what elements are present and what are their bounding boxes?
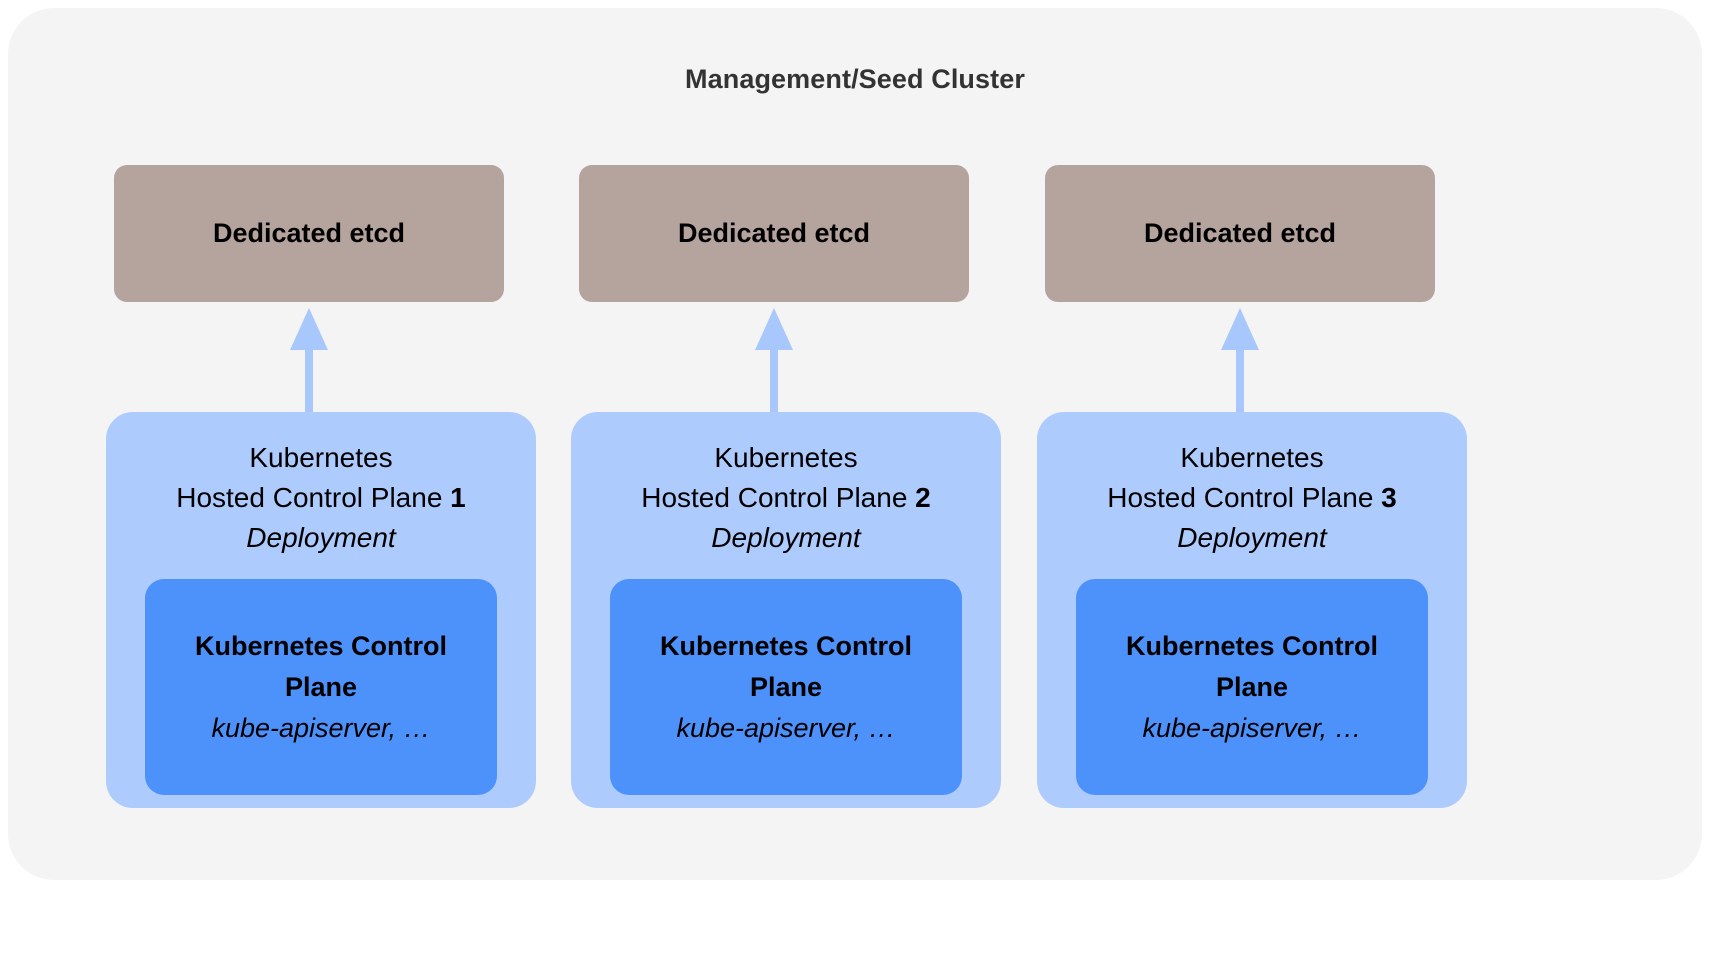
- dedicated-etcd-box[interactable]: Dedicated etcd: [114, 165, 504, 302]
- dedicated-etcd-label: Dedicated etcd: [1143, 218, 1337, 248]
- control-plane-column: Dedicated etcd Kubernetes Hosted Control…: [571, 8, 1001, 880]
- kubernetes-control-plane-box[interactable]: Kubernetes Control Plane kube-apiserver,…: [610, 579, 962, 795]
- dedicated-etcd-box[interactable]: Dedicated etcd: [1045, 165, 1435, 302]
- page-title: Management/Seed Cluster: [685, 64, 1025, 94]
- kubernetes-control-plane-components: kube-apiserver, …: [676, 712, 896, 743]
- kubernetes-control-plane-components: kube-apiserver, …: [1142, 712, 1362, 743]
- management-seed-cluster-frame: Management/Seed Cluster Dedicated etcd K…: [8, 8, 1702, 880]
- dedicated-etcd-label: Dedicated etcd: [212, 218, 406, 248]
- hosted-control-plane-kind: Deployment: [711, 522, 861, 553]
- arrow-up-icon: [755, 308, 793, 426]
- control-plane-column: Dedicated etcd Kubernetes Hosted Control…: [106, 8, 536, 880]
- control-plane-columns: Dedicated etcd Kubernetes Hosted Control…: [8, 8, 1702, 880]
- kubernetes-control-plane-title: Kubernetes Control Plane: [659, 630, 913, 702]
- hcp-title-line2: Hosted Control Plane: [176, 482, 451, 513]
- dedicated-etcd-box[interactable]: Dedicated etcd: [579, 165, 969, 302]
- hosted-control-plane-kind: Deployment: [246, 522, 396, 553]
- hcp-title-line1: Kubernetes: [249, 442, 393, 473]
- kubernetes-control-plane-components: kube-apiserver, …: [211, 712, 431, 743]
- kubernetes-control-plane-box[interactable]: Kubernetes Control Plane kube-apiserver,…: [1076, 579, 1428, 795]
- hcp-title-line2: Hosted Control Plane: [1107, 482, 1382, 513]
- hcp-index: 1: [450, 482, 466, 513]
- dedicated-etcd-label: Dedicated etcd: [677, 218, 871, 248]
- kubernetes-control-plane-box[interactable]: Kubernetes Control Plane kube-apiserver,…: [145, 579, 497, 795]
- hcp-title-line1: Kubernetes: [1180, 442, 1324, 473]
- hcp-index: 2: [915, 482, 931, 513]
- hosted-control-plane-card[interactable]: Kubernetes Hosted Control Plane 2 Deploy…: [571, 412, 1001, 808]
- hosted-control-plane-title: Kubernetes Hosted Control Plane 1: [176, 438, 466, 518]
- kubernetes-control-plane-title: Kubernetes Control Plane: [194, 630, 448, 702]
- hcp-index: 3: [1381, 482, 1397, 513]
- kubernetes-control-plane-title: Kubernetes Control Plane: [1125, 630, 1379, 702]
- hosted-control-plane-card[interactable]: Kubernetes Hosted Control Plane 3 Deploy…: [1037, 412, 1467, 808]
- arrow-up-icon: [1221, 308, 1259, 426]
- hosted-control-plane-kind: Deployment: [1177, 522, 1327, 553]
- hcp-title-line1: Kubernetes: [714, 442, 858, 473]
- hcp-title-line2: Hosted Control Plane: [641, 482, 916, 513]
- hosted-control-plane-title: Kubernetes Hosted Control Plane 3: [1107, 438, 1397, 518]
- hosted-control-plane-title: Kubernetes Hosted Control Plane 2: [641, 438, 931, 518]
- control-plane-column: Dedicated etcd Kubernetes Hosted Control…: [1037, 8, 1467, 880]
- arrow-up-icon: [290, 308, 328, 426]
- hosted-control-plane-card[interactable]: Kubernetes Hosted Control Plane 1 Deploy…: [106, 412, 536, 808]
